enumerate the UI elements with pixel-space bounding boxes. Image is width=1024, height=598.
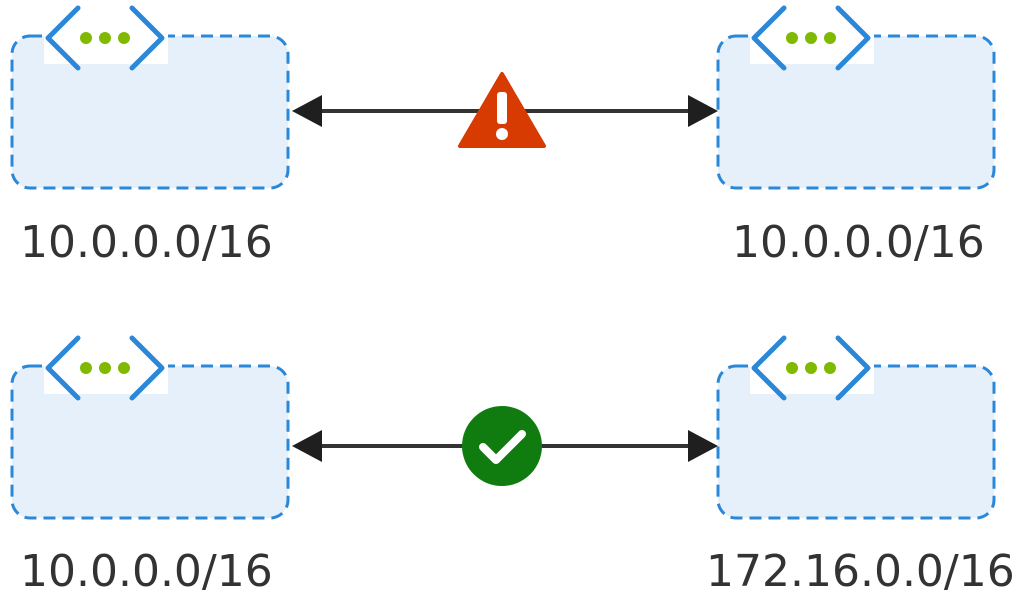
vnet-cidr-label: 10.0.0.0/16 <box>20 546 273 597</box>
vnet-left-row1 <box>10 4 290 190</box>
vnet-right-row1 <box>716 4 996 190</box>
vnet-left-row2 <box>10 334 290 520</box>
virtual-network-icon <box>750 4 874 68</box>
virtual-network-icon <box>44 4 168 68</box>
vnet-cidr-label: 10.0.0.0/16 <box>732 217 985 268</box>
warning-icon <box>458 72 546 148</box>
row-2: 10.0.0.0/16 172.16.0.0/16 <box>10 334 1015 597</box>
checkmark-icon <box>462 406 542 486</box>
vnet-cidr-label: 10.0.0.0/16 <box>20 217 273 268</box>
virtual-network-icon <box>750 334 874 398</box>
virtual-network-icon <box>44 334 168 398</box>
vnet-right-row2 <box>716 334 996 520</box>
vnet-cidr-label: 172.16.0.0/16 <box>706 546 1015 597</box>
row-1: 10.0.0.0/16 10.0.0.0/16 <box>10 4 996 268</box>
